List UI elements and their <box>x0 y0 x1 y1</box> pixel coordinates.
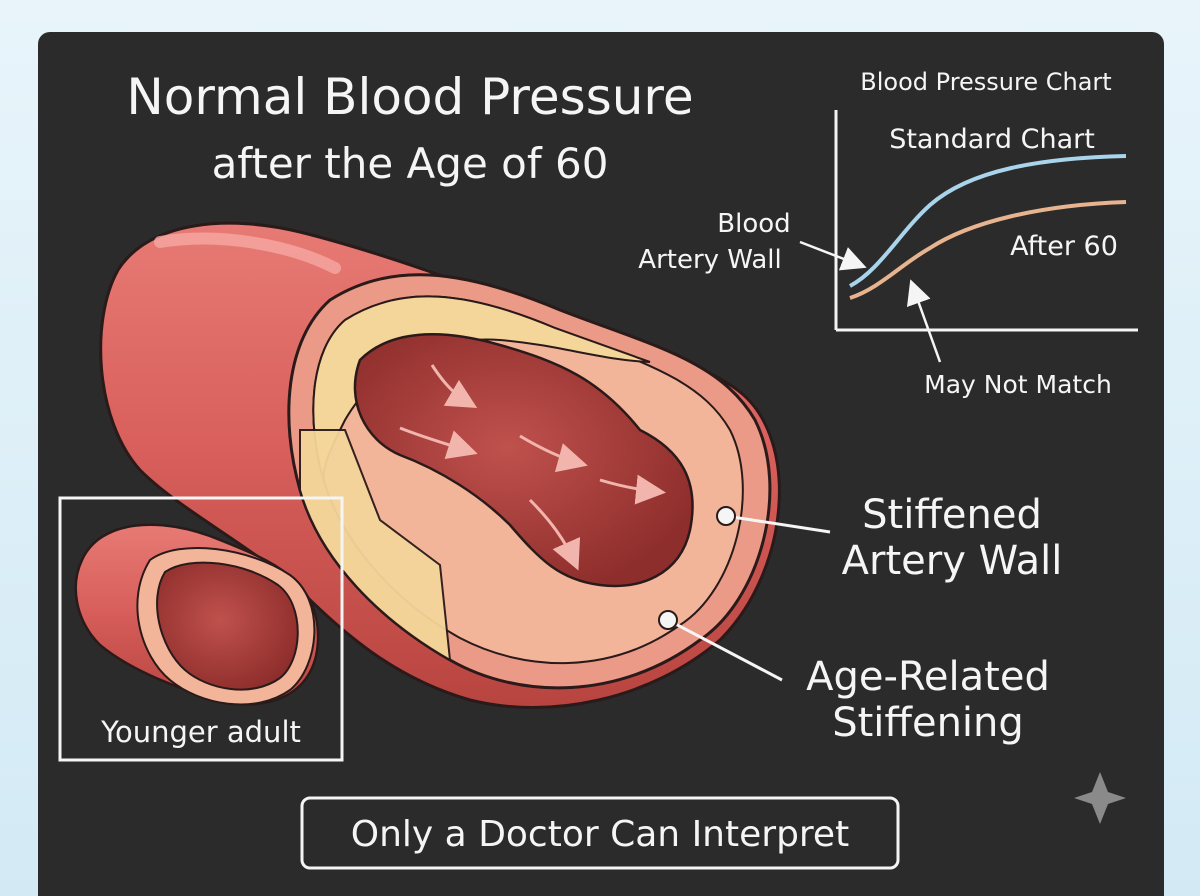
blood-flow-arrows <box>399 364 666 571</box>
inset-younger-adult: Younger adult <box>58 496 344 762</box>
title-line-2: after the Age of 60 <box>212 139 609 188</box>
label-age-related-1: Age-Related <box>806 654 1050 700</box>
label-stiffened-2: Artery Wall <box>842 538 1063 584</box>
label-pointers <box>658 506 831 682</box>
label-age-related-2: Stiffening <box>832 700 1024 746</box>
bp-chart: Blood Pressure Chart Standard Chart Afte… <box>638 68 1138 399</box>
standard-curve <box>849 154 1127 288</box>
label-stiffened-1: Stiffened <box>862 492 1042 538</box>
chart-pointer-label-2: Artery Wall <box>638 245 781 275</box>
after60-curve-label: After 60 <box>1010 231 1118 262</box>
inset-frame <box>58 496 344 762</box>
plaque-deposit-lower <box>299 429 452 662</box>
footer-note: Only a Doctor Can Interpret <box>351 814 849 855</box>
artery-lumen <box>353 333 694 588</box>
chart-heading: Blood Pressure Chart <box>860 68 1111 96</box>
footer-box <box>300 796 900 870</box>
mismatch-arrow <box>906 279 942 363</box>
chart-pointer-arrow <box>799 240 867 271</box>
artery-highlight <box>154 232 341 274</box>
young-artery-lumen <box>156 561 299 691</box>
title-line-1: Normal Blood Pressure <box>126 68 693 126</box>
sparkle-icon <box>1074 772 1126 824</box>
standard-curve-label: Standard Chart <box>889 124 1095 155</box>
inset-caption: Younger adult <box>100 715 301 749</box>
main-artery <box>99 221 781 709</box>
mismatch-label: May Not Match <box>924 370 1112 399</box>
after60-curve <box>849 200 1127 300</box>
chart-pointer-label-1: Blood <box>717 209 790 239</box>
